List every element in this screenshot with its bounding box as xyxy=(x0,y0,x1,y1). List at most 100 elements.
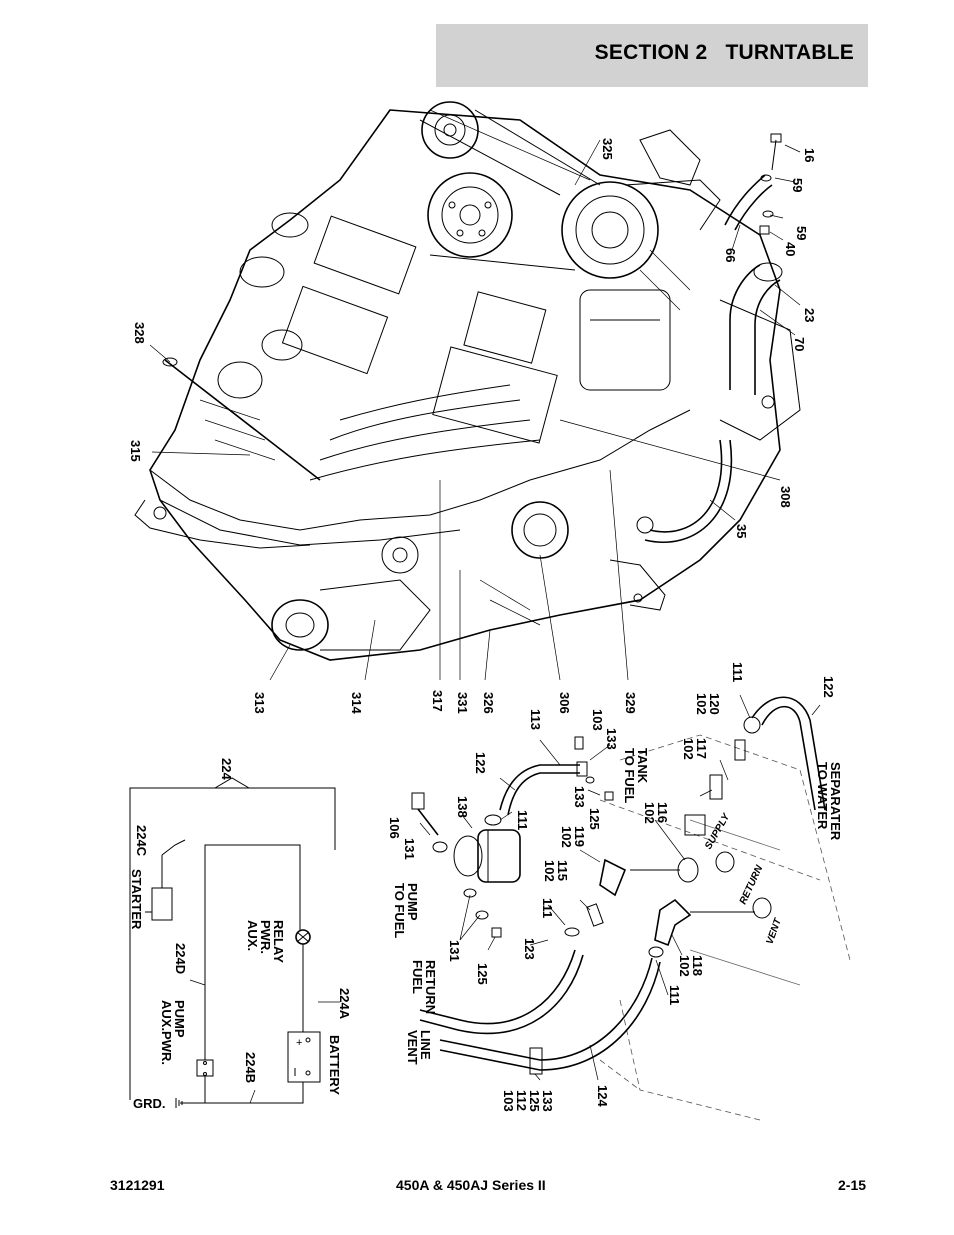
callout: 106 xyxy=(387,817,402,839)
return-port-label: RETURN xyxy=(738,863,766,906)
svg-text:RELAY: RELAY xyxy=(271,920,286,963)
callout: 133 xyxy=(604,728,619,750)
callout: 314 xyxy=(349,692,364,714)
callout: 131 xyxy=(402,838,417,860)
callout: 317 xyxy=(430,690,445,712)
callout: 23 xyxy=(802,308,817,322)
callout: 102 xyxy=(542,860,557,882)
callout: 224D xyxy=(173,943,188,974)
vent-line-label: VENT LINE xyxy=(405,1030,433,1065)
callout: 224C xyxy=(134,825,149,857)
page-number: 2-15 xyxy=(838,1177,867,1193)
callout: 118 xyxy=(690,955,705,976)
svg-text:TO WATER: TO WATER xyxy=(815,762,830,830)
svg-text:TO FUEL: TO FUEL xyxy=(622,748,637,803)
vent-port-label: VENT xyxy=(764,916,784,946)
callout: 325 xyxy=(600,138,615,160)
doc-number: 3121291 xyxy=(110,1177,165,1193)
wiring-group-callout: 224 xyxy=(219,758,234,780)
fuel-return-label: FUEL RETURN xyxy=(410,960,438,1014)
ground-label: GRD. xyxy=(133,1096,166,1111)
fuel-callouts: 111 122 102 120 102 117 113 103 133 TO F… xyxy=(387,662,843,1112)
callout: 125 xyxy=(475,963,490,985)
wiring-diagram: 224 224C STARTER 224D AUX. PWR. RELAY + … xyxy=(129,758,352,1111)
callout: 111 xyxy=(667,985,682,1005)
callout: 117 xyxy=(694,738,709,759)
callout: 102 xyxy=(642,802,657,824)
model-title: 450A & 450AJ Series II xyxy=(396,1177,546,1193)
callout: 103 xyxy=(590,709,605,731)
engine-callouts: 325 16 59 59 40 66 23 70 328 315 308 35 … xyxy=(128,138,817,714)
callout: 102 xyxy=(677,955,692,977)
callout: 122 xyxy=(821,676,836,698)
supply-port-label: SUPPLY xyxy=(703,811,733,852)
callout: 102 xyxy=(694,693,709,715)
svg-text:SEPARATER: SEPARATER xyxy=(828,762,843,841)
callout: 328 xyxy=(132,322,147,344)
section-title: SECTION 2 TURNTABLE xyxy=(594,41,854,64)
callout: 102 xyxy=(559,826,574,848)
svg-text:FUEL: FUEL xyxy=(410,960,425,994)
callout: 224B xyxy=(243,1052,258,1083)
svg-text:AUX.PWR.: AUX.PWR. xyxy=(159,1000,174,1065)
callout: 35 xyxy=(734,524,749,538)
starter-symbol xyxy=(151,887,173,921)
callout: 224A xyxy=(337,988,352,1020)
section-header: SECTION 2 TURNTABLE xyxy=(436,24,868,87)
callout: 113 xyxy=(528,709,543,730)
callout: 329 xyxy=(623,692,638,714)
svg-text:112: 112 xyxy=(514,1090,529,1111)
callout-stack: 103 112 125 133 xyxy=(501,1090,555,1112)
callout: 59 xyxy=(794,226,809,240)
svg-text:+: + xyxy=(296,1037,302,1049)
callout: 111 xyxy=(730,662,745,682)
callout: 16 xyxy=(802,148,817,162)
callout: 116 xyxy=(655,802,670,823)
engine-leaders xyxy=(149,139,801,681)
callout: 331 xyxy=(455,692,470,714)
callout: 111 xyxy=(540,898,555,918)
callout: 70 xyxy=(792,337,807,351)
aux-pwr-pump-label: AUX.PWR. PUMP xyxy=(159,1000,187,1065)
svg-text:133: 133 xyxy=(540,1090,555,1112)
callout: 133 xyxy=(572,786,587,808)
svg-text:125: 125 xyxy=(527,1090,542,1112)
callout: 306 xyxy=(557,692,572,714)
svg-text:LINE: LINE xyxy=(418,1030,433,1060)
callout: 66 xyxy=(723,248,738,262)
fuel-system: 111 122 102 120 102 117 113 103 133 TO F… xyxy=(387,662,851,1121)
callout: 124 xyxy=(595,1085,610,1107)
battery-label: BATTERY xyxy=(327,1035,342,1095)
svg-text:103: 103 xyxy=(501,1090,516,1112)
callout: 138 xyxy=(455,796,470,818)
callout: 125 xyxy=(587,808,602,830)
svg-text:AUX.: AUX. xyxy=(245,920,260,951)
callout: 120 xyxy=(707,693,722,715)
svg-text:RETURN: RETURN xyxy=(423,960,438,1014)
to-water-separater-label: TO WATER SEPARATER xyxy=(815,762,843,841)
starter-label: STARTER xyxy=(129,869,144,930)
callout: 315 xyxy=(128,440,143,462)
callout: 102 xyxy=(681,738,696,760)
aux-pwr-relay-label: AUX. PWR. RELAY xyxy=(245,920,286,963)
to-fuel-tank-label: TO FUEL TANK xyxy=(622,748,650,803)
callout: 119 xyxy=(572,826,587,847)
battery-symbol xyxy=(287,1031,321,1083)
callout: 313 xyxy=(252,692,267,714)
callout: 59 xyxy=(790,178,805,192)
callout: 111 xyxy=(515,810,530,830)
svg-text:PUMP: PUMP xyxy=(405,883,420,921)
svg-text:PWR.: PWR. xyxy=(258,920,273,954)
svg-text:PUMP: PUMP xyxy=(172,1000,187,1038)
callout: 122 xyxy=(473,752,488,774)
aux-pwr-pump-symbol xyxy=(196,1059,214,1077)
callout: 40 xyxy=(783,242,798,256)
callout: 115 xyxy=(555,860,570,881)
svg-text:VENT: VENT xyxy=(405,1030,420,1065)
callout: 308 xyxy=(778,486,793,508)
callout: 123 xyxy=(522,938,537,960)
svg-text:TO FUEL: TO FUEL xyxy=(392,883,407,938)
callout: 326 xyxy=(481,692,496,714)
engine-assembly xyxy=(134,101,801,661)
